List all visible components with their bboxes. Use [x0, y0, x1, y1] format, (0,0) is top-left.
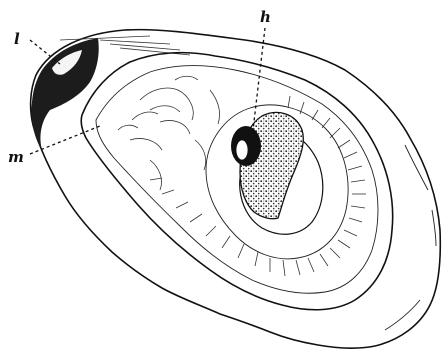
visceral-scribbles: [118, 76, 220, 190]
ligament: [31, 38, 98, 150]
heart-cavity-highlight: [236, 140, 248, 160]
label-h: h: [260, 8, 271, 26]
inner-nacre-boundary: [96, 66, 378, 294]
shell-edge-detail: [385, 145, 436, 330]
inner-rim: [81, 53, 392, 310]
label-m: m: [8, 148, 24, 166]
label-l: l: [14, 30, 20, 48]
